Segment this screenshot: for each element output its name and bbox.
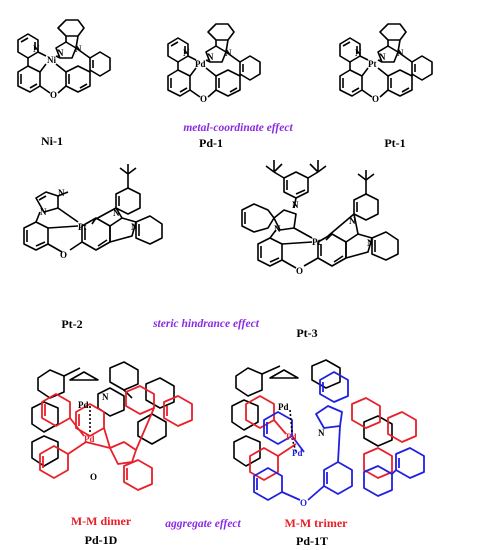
pt1-oxygen: O bbox=[372, 94, 379, 104]
pt3-n-bzim-a: N bbox=[292, 200, 299, 210]
pd1t-nitrogen: N bbox=[318, 428, 325, 438]
pt1-n-imidazole: N bbox=[379, 52, 386, 62]
pt2-metal: Pt bbox=[78, 222, 87, 232]
structure-pt2: Pt N N N N O bbox=[23, 164, 163, 260]
pt2-n-pyridine: N bbox=[113, 208, 120, 218]
effect-aggregate: aggregate effect bbox=[165, 518, 241, 530]
structure-pd1d: Pd Pd N O bbox=[31, 361, 193, 491]
ni1-metal: Ni bbox=[47, 55, 56, 65]
pt3-n-carbazole: N bbox=[367, 238, 374, 248]
pt3-metal: Pt bbox=[312, 237, 321, 247]
effect-metal-coordinate: metal-coordinate effect bbox=[183, 122, 293, 134]
pt2-n-imidazole-a: N bbox=[40, 207, 47, 217]
label-ni1: Ni-1 bbox=[41, 134, 63, 148]
pt1-metal: Pt bbox=[368, 59, 377, 69]
pd1-n-bridge: N bbox=[225, 48, 232, 58]
pd1d-metal-b: Pd bbox=[84, 434, 95, 444]
ni1-n-imidazole: N bbox=[57, 48, 64, 58]
ni1-n-bridge: N bbox=[75, 44, 82, 54]
ni1-n-pyridine: N bbox=[33, 44, 40, 54]
pd1t-metal-c: Pd bbox=[292, 448, 303, 458]
pd1-metal: Pd bbox=[195, 59, 206, 69]
label-pd1t: Pd-1T bbox=[296, 534, 328, 548]
structure-pt3: Pt N N N N O bbox=[241, 160, 399, 276]
ni1-oxygen: O bbox=[50, 90, 57, 100]
pt2-n-carbazole: N bbox=[131, 222, 138, 232]
pd1-n-pyridine: N bbox=[183, 48, 190, 58]
label-pt3: Pt-3 bbox=[296, 326, 317, 340]
pt3-n-bzim-b: N bbox=[274, 224, 281, 234]
pd1d-oxygen: O bbox=[90, 472, 97, 482]
pd1d-metal-a: Pd bbox=[78, 400, 89, 410]
pd1t-metal-b: Pd bbox=[286, 432, 297, 442]
pd1-oxygen: O bbox=[200, 94, 207, 104]
label-pd1d: Pd-1D bbox=[85, 533, 118, 547]
pd1t-metal-a: Pd bbox=[278, 402, 289, 412]
label-mm-trimer: M-M trimer bbox=[285, 516, 349, 530]
pt1-n-bridge: N bbox=[397, 48, 404, 58]
pt3-n-pyridine: N bbox=[349, 216, 356, 226]
structure-pd1t: Pd Pd Pd N O bbox=[231, 359, 425, 508]
pd1-n-imidazole: N bbox=[207, 52, 214, 62]
structure-pt1: Pt N N N O bbox=[339, 23, 433, 104]
label-pd1: Pd-1 bbox=[199, 136, 223, 150]
label-pt1: Pt-1 bbox=[384, 136, 405, 150]
pt3-oxygen: O bbox=[296, 266, 303, 276]
effect-steric-hindrance: steric hindrance effect bbox=[152, 318, 260, 330]
label-mm-dimer: M-M dimer bbox=[71, 514, 132, 528]
pd1d-nitrogen: N bbox=[102, 392, 109, 402]
structure-pd1: Pd N N N O bbox=[167, 23, 261, 104]
pt1-n-pyridine: N bbox=[355, 48, 362, 58]
structure-ni1: Ni N N N O bbox=[17, 19, 111, 100]
label-pt2: Pt-2 bbox=[61, 317, 82, 331]
pt2-n-imidazole-b: N bbox=[58, 188, 65, 198]
pt2-oxygen: O bbox=[60, 250, 67, 260]
pd1t-oxygen: O bbox=[300, 498, 307, 508]
